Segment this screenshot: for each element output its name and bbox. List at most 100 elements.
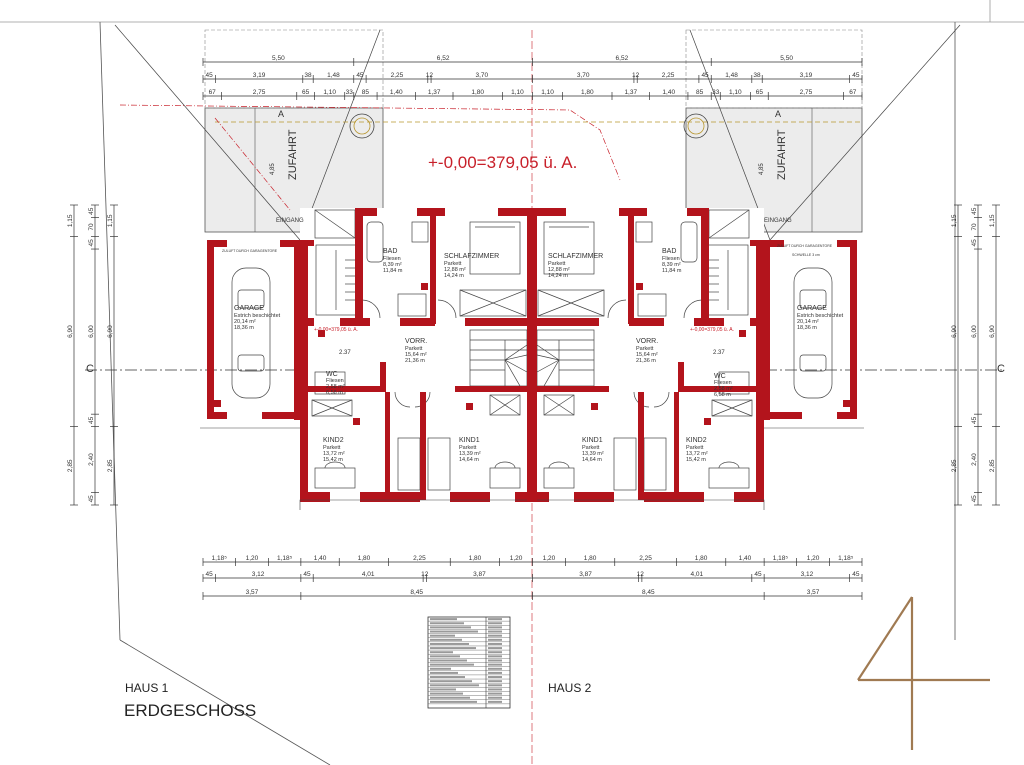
- dimension-chain-vertical: 1,156,902,85: [951, 204, 962, 506]
- table-cell: [430, 676, 465, 679]
- dimension-label: 2,25: [391, 72, 404, 79]
- table-cell: [488, 659, 502, 662]
- dimension-label: 45: [852, 72, 860, 79]
- table-cell: [488, 663, 502, 666]
- svg-text:Parkett: Parkett: [686, 445, 704, 451]
- level-small-h1: +-0,00=379,05 ü. A.: [314, 327, 358, 333]
- dimension-label: 12: [421, 571, 429, 578]
- table-cell: [488, 630, 502, 633]
- dimension-label: 12: [632, 72, 640, 79]
- table-cell: [488, 634, 502, 637]
- dimension-label: 45: [206, 571, 214, 578]
- dimension-label: 1,48: [327, 72, 340, 79]
- dimension-label: 6,00: [88, 325, 95, 338]
- dimension-label: 3,12: [252, 571, 265, 578]
- svg-text:21,36 m: 21,36 m: [636, 358, 656, 364]
- table-cell: [488, 700, 502, 703]
- table-cell: [430, 680, 472, 683]
- dimension-label: 45: [971, 239, 978, 247]
- svg-text:VORR.: VORR.: [405, 338, 427, 345]
- dimension-label: 8,45: [642, 589, 655, 596]
- svg-text:SCHLAFZIMMER: SCHLAFZIMMER: [548, 253, 603, 260]
- dimension-label: 6,90: [989, 325, 996, 338]
- tree-symbol-left: [349, 113, 375, 139]
- dimension-label: 1,20: [543, 555, 556, 562]
- dimension-label: 45: [88, 495, 95, 503]
- dimension-label: 3,19: [800, 72, 813, 79]
- svg-text:14,64 m: 14,64 m: [582, 457, 602, 463]
- dimension-label: 2,85: [951, 459, 958, 472]
- svg-text:Parkett: Parkett: [323, 445, 341, 451]
- table-cell: [430, 638, 462, 641]
- section-mark-a-h2: A: [775, 109, 781, 119]
- driveway-label-h2: ZUFAHRT: [776, 129, 788, 180]
- dimension-label: 1,18⁵: [838, 555, 854, 562]
- dimension-label: 3,87: [579, 571, 592, 578]
- svg-text:Fliesen: Fliesen: [714, 380, 732, 386]
- area-table: [427, 616, 511, 709]
- table-cell: [430, 688, 456, 691]
- svg-text:20,14 m²: 20,14 m²: [797, 319, 819, 325]
- dimension-label: 12: [426, 72, 434, 79]
- svg-text:Parkett: Parkett: [405, 346, 423, 352]
- dimension-label: 4,01: [691, 571, 704, 578]
- dimension-label: 45: [754, 571, 762, 578]
- dimension-label: 45: [971, 207, 978, 215]
- sheet-number-4: [857, 596, 990, 750]
- svg-text:KIND1: KIND1: [459, 437, 480, 444]
- carport-right: [685, 29, 863, 233]
- svg-text:15,42 m: 15,42 m: [323, 457, 343, 463]
- dimension-label: 5,50: [780, 55, 793, 62]
- table-cell: [488, 642, 502, 645]
- dimension-label: 1,10: [511, 89, 524, 96]
- dimension-label: 67: [209, 89, 217, 96]
- dimension-label: 1,37: [428, 89, 441, 96]
- house-1-label: HAUS 1: [125, 681, 169, 695]
- table-cell: [430, 622, 464, 625]
- dimension-label: 45: [356, 72, 364, 79]
- dimension-label: 1,80: [469, 555, 482, 562]
- dimension-label: 6,52: [437, 55, 450, 62]
- dimension-label: 12: [637, 571, 645, 578]
- svg-text:Estrich beschichtet: Estrich beschichtet: [234, 313, 281, 319]
- svg-text:14,64 m: 14,64 m: [459, 457, 479, 463]
- dimension-label: 1,15: [67, 214, 74, 227]
- svg-text:2,58 m²: 2,58 m²: [326, 384, 345, 390]
- table-cell: [488, 667, 502, 670]
- dimension-label: 1,80: [581, 89, 594, 96]
- dimension-label: 1,18⁵: [277, 555, 293, 562]
- garage-note-h2: ZULUFT DURCH GARAGENTORE: [777, 244, 833, 248]
- svg-text:Fliesen: Fliesen: [326, 378, 344, 384]
- table-cell: [488, 688, 502, 691]
- svg-text:12,88 m²: 12,88 m²: [444, 267, 466, 273]
- svg-text:6,58 m: 6,58 m: [326, 390, 343, 396]
- svg-text:WC: WC: [714, 373, 726, 380]
- dimension-label: 45: [88, 239, 95, 247]
- svg-text:13,39 m²: 13,39 m²: [582, 451, 604, 457]
- dimension-label: 45: [701, 72, 709, 79]
- dimension-label: 1,20: [807, 555, 820, 562]
- dimension-label: 2,85: [67, 459, 74, 472]
- dimension-label: 38: [753, 72, 761, 79]
- tree-symbol-right: [683, 113, 709, 139]
- dimension-label: 1,10: [323, 89, 336, 96]
- dimension-label: 70: [88, 223, 95, 231]
- table-cell: [488, 655, 502, 658]
- dimension-label: 1,15: [989, 214, 996, 227]
- dimension-label: 1,15: [951, 214, 958, 227]
- table-cell: [488, 626, 502, 629]
- dimension-label: 45: [88, 416, 95, 424]
- svg-text:14,24 m: 14,24 m: [444, 273, 464, 279]
- svg-text:21,36 m: 21,36 m: [405, 358, 425, 364]
- dimension-label: 1,18⁵: [773, 555, 789, 562]
- svg-text:11,84 m: 11,84 m: [383, 268, 403, 274]
- svg-text:KIND2: KIND2: [686, 437, 707, 444]
